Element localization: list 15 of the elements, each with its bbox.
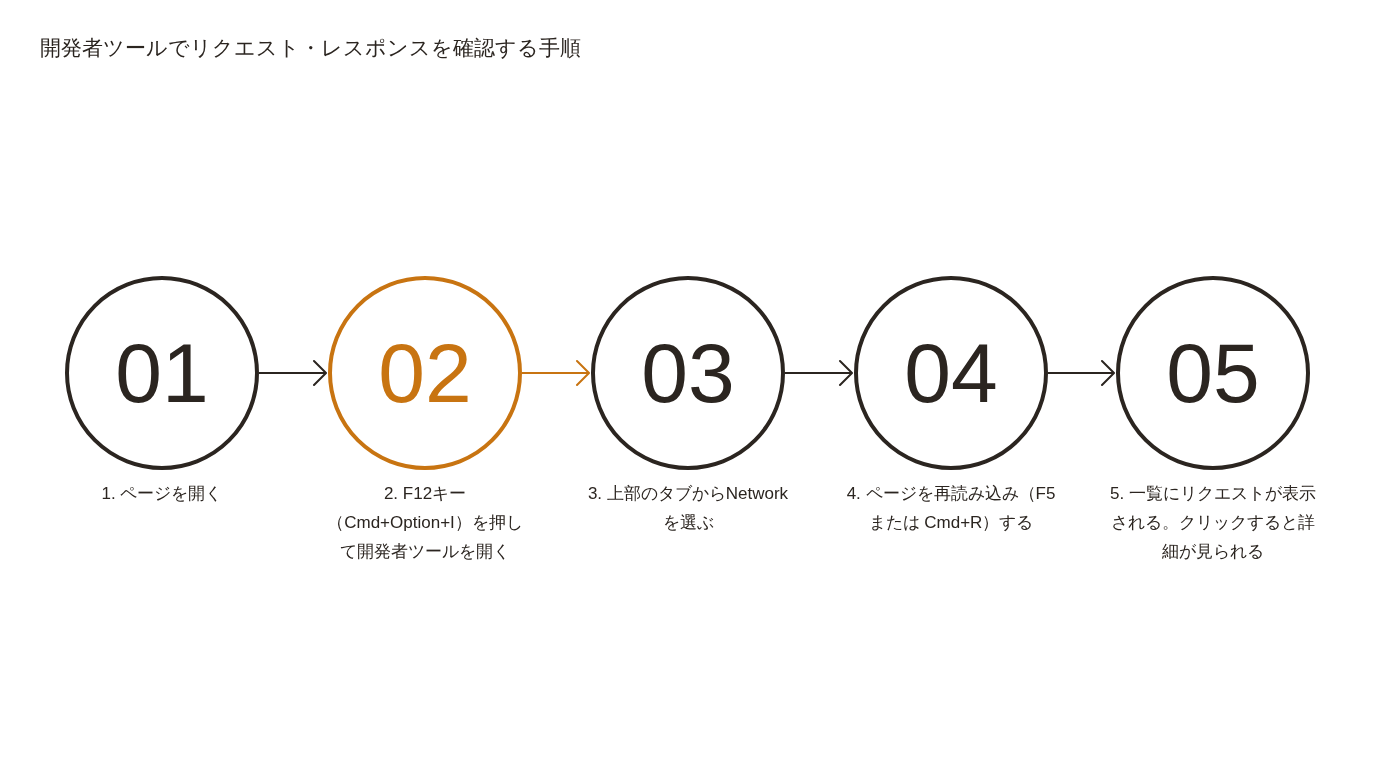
title: 開発者ツールでリクエスト・レスポンスを確認する手順 — [40, 35, 581, 61]
step-circle: 04 — [854, 276, 1048, 470]
step-circle: 02 — [328, 276, 522, 470]
arrow — [258, 360, 327, 386]
step-circle: 05 — [1116, 276, 1310, 470]
step-circle: 01 — [65, 276, 259, 470]
step-caption: 1. ページを開く — [100, 483, 224, 505]
step-caption: 2. F12キー（Cmd+Option+I）を押して開発者ツールを開く — [326, 483, 524, 563]
arrow — [521, 360, 590, 386]
step-caption: 5. 一覧にリクエストが表示される。クリックすると詳細が見られる — [1109, 483, 1317, 563]
arrow — [1047, 360, 1115, 386]
step-circle: 03 — [591, 276, 785, 470]
step-caption: 3. 上部のタブからNetwork を選ぶ — [586, 483, 790, 534]
arrow — [784, 360, 853, 386]
step-caption: 4. ページを再読み込み（F5 または Cmd+R）する — [845, 483, 1057, 534]
